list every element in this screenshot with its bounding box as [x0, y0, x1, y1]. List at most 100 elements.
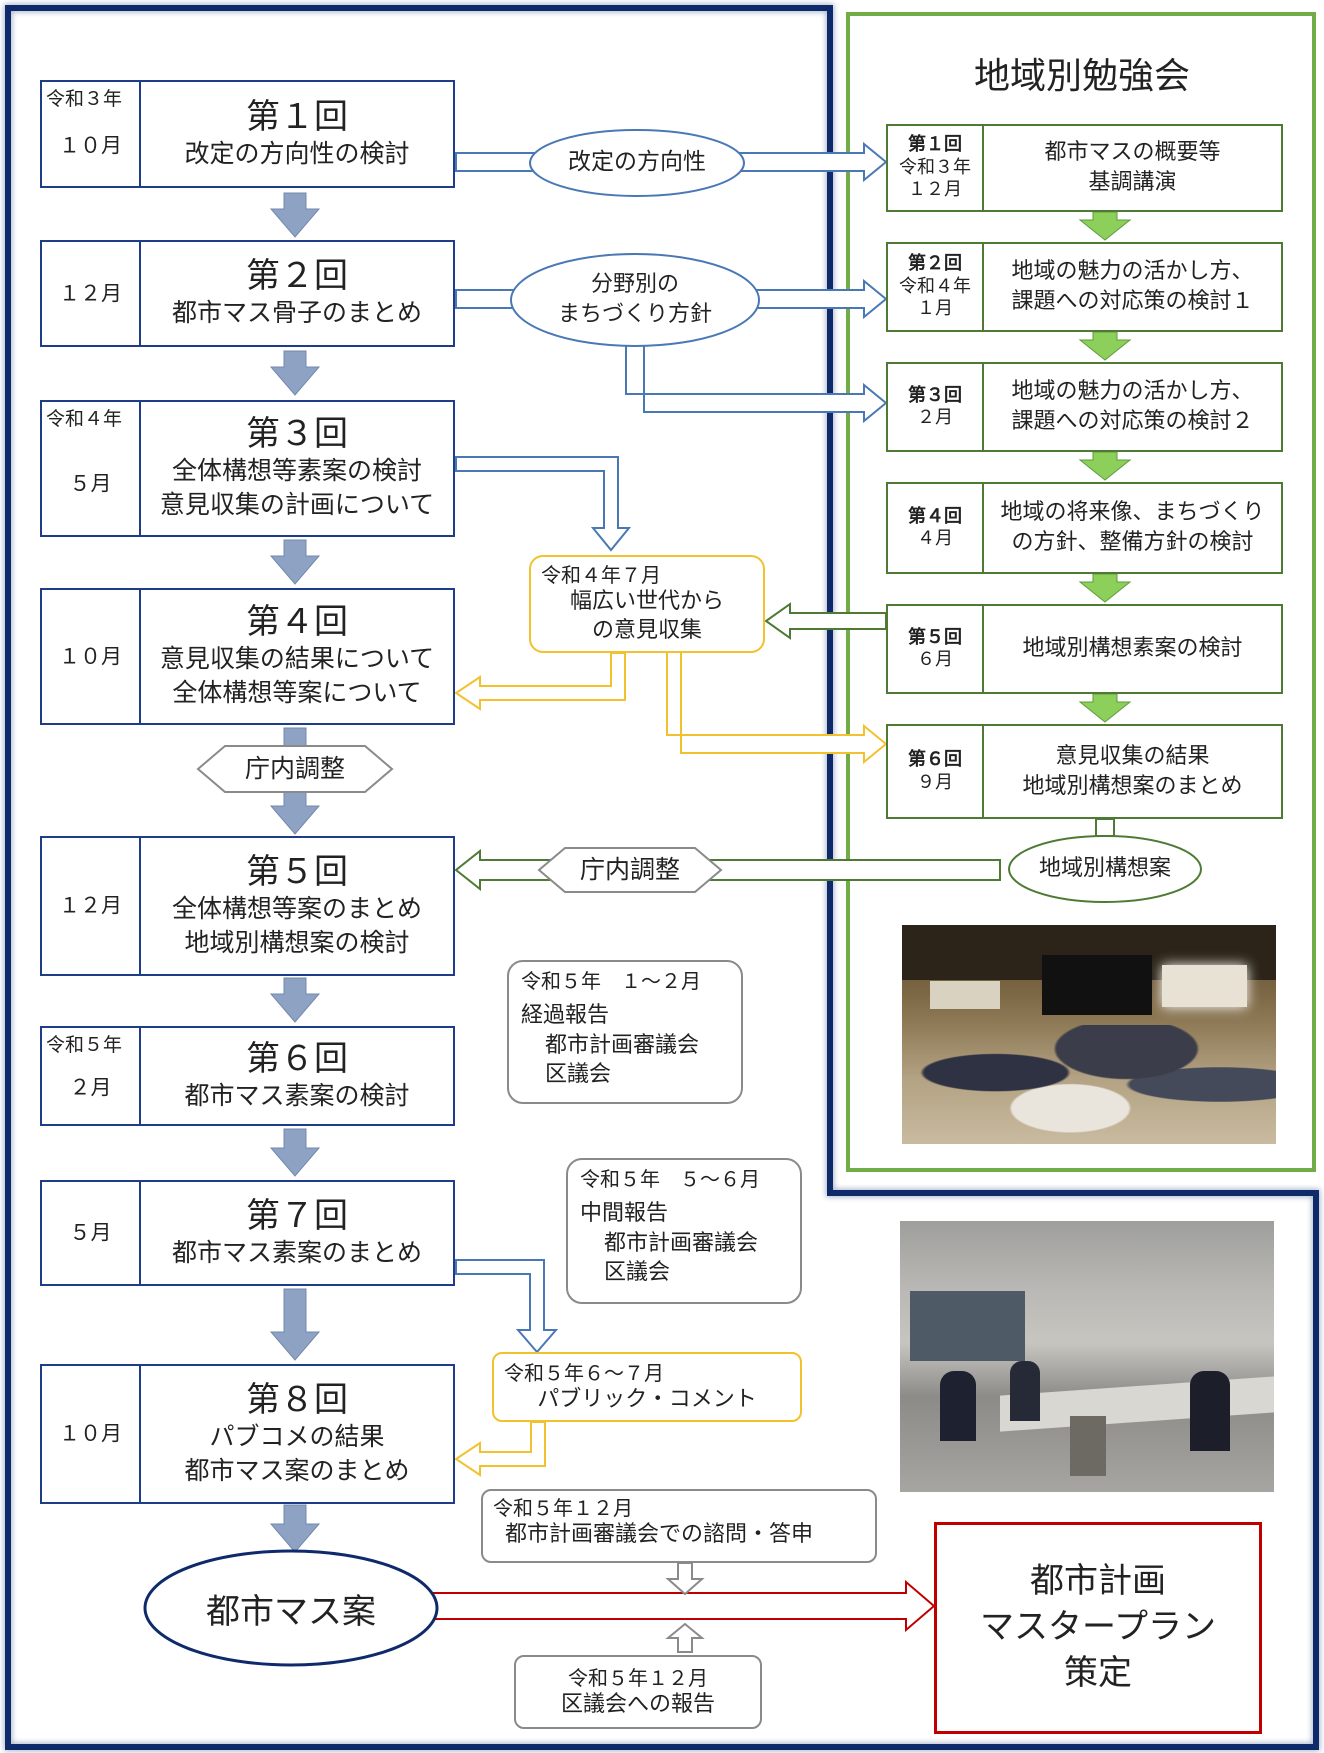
meeting-topic: 全体構想等案について: [172, 678, 422, 708]
meeting-topic: 都市マス素案のまとめ: [171, 1237, 422, 1267]
meeting-month: １２月: [59, 280, 122, 305]
meeting-year: 令和３年: [46, 88, 123, 110]
down-arrow-7: [269, 1288, 321, 1361]
study-down-arrows: [1078, 211, 1132, 723]
meeting-title: 第３回: [246, 414, 348, 455]
meeting-content: 第２回都市マス骨子のまとめ: [141, 242, 453, 345]
study-session-topic: 地域別構想素案の検討: [984, 606, 1281, 692]
meeting-box-5: １２月第５回全体構想等案のまとめ地域別構想案の検討: [40, 836, 455, 976]
meeting-title: 第８回: [246, 1379, 348, 1420]
meeting-month: １０月: [59, 133, 122, 158]
study-session-topic: 地域の将来像、まちづくりの方針、整備方針の検討: [984, 484, 1281, 572]
chonai-hexagon-2: [537, 847, 723, 893]
study-session-number: 第４回: [908, 505, 962, 527]
red-arrow: [431, 1579, 936, 1633]
study-session-line: 基調講演: [1088, 170, 1177, 195]
study-session-line: 課題への対応策の検討２: [1011, 409, 1254, 434]
direction-label: 改定の方向性: [568, 149, 706, 176]
down-arrow-4: [269, 791, 321, 835]
chonai-label-1: 庁内調整: [244, 754, 345, 784]
meeting-title: 第４回: [246, 602, 348, 643]
meeting-box-4: １０月第４回意見収集の結果について全体構想等案について: [40, 588, 455, 725]
meeting-month: １０月: [59, 1421, 122, 1446]
down-arrow-8: [269, 1504, 321, 1553]
study-session-line: 意見収集の結果: [1055, 743, 1210, 769]
meeting-box-7: ５月 第７回都市マス素案のまとめ: [40, 1180, 455, 1286]
public-comment-box: 令和５年６～７月 パブリック・コメント: [492, 1352, 802, 1422]
study-frame: [846, 12, 1316, 1172]
meeting-topic: 都市マス素案の検討: [184, 1080, 410, 1110]
meeting-box-2: １２月第２回都市マス骨子のまとめ: [40, 240, 455, 347]
meeting-topic: 都市マス骨子のまとめ: [171, 298, 422, 328]
study-session-line: の方針、整備方針の検討: [1011, 530, 1254, 555]
meeting-content: 第５回全体構想等案のまとめ地域別構想案の検討: [141, 838, 453, 974]
meeting-box-6: 令和５年 ２月 第６回都市マス素案の検討: [40, 1026, 455, 1126]
study-title: 地域別勉強会: [973, 56, 1190, 97]
down-arrow-1: [269, 192, 321, 238]
down-arrow-2: [269, 350, 321, 396]
study-session-line: 地域別構想素案の検討: [1022, 636, 1243, 662]
meeting-date: 令和３年 １０月: [42, 82, 141, 186]
meeting-topic: 全体構想等素案の検討: [171, 456, 422, 486]
down-arrow-3: [269, 539, 321, 585]
meeting-year: 令和５年: [46, 1034, 123, 1056]
chonai-label-2: 庁内調整: [579, 855, 680, 885]
meeting-month: ５月: [69, 1220, 112, 1245]
council-meeting-photo: [900, 1221, 1274, 1492]
meeting-title: 第７回: [246, 1195, 348, 1236]
meeting-topic: 意見収集の結果について: [159, 644, 435, 674]
meeting-topic: パブコメの結果: [209, 1421, 385, 1451]
progress-report-box: 令和５年 １～２月 経過報告 都市計画審議会 区議会: [507, 960, 743, 1104]
study-session-date: 令和３年: [899, 156, 971, 178]
down-arrow-6: [269, 1128, 321, 1177]
final-oval: [143, 1549, 439, 1667]
meeting-topic: 地域別構想案の検討: [184, 927, 410, 957]
study-session-date: ４月: [917, 528, 953, 549]
meeting-month: ５月: [69, 471, 112, 496]
meeting-date: １０月: [42, 1366, 141, 1502]
meeting-date: 令和５年 ２月: [42, 1028, 141, 1124]
study-session-line: 都市マスの概要等: [1044, 140, 1221, 166]
meeting-topic: 都市マス案のまとめ: [184, 1455, 410, 1485]
connector-4-chonai: [283, 727, 307, 747]
meeting-content: 第６回都市マス素案の検討: [141, 1028, 453, 1124]
regional-plan-oval: [1008, 835, 1202, 903]
study-session-date: １２月: [908, 179, 962, 201]
study-session-date: ６月: [917, 649, 953, 670]
study-session-line: 地域の将来像、まちづくり: [1000, 500, 1265, 526]
study-session-number: 第５回: [908, 626, 962, 648]
meeting-title: 第５回: [246, 851, 348, 892]
study-session-photo: [902, 925, 1276, 1144]
study-session-topic: 意見収集の結果地域別構想案のまとめ: [984, 726, 1281, 817]
meeting-year: 令和４年: [46, 408, 123, 430]
meeting-date: 令和４年 ５月: [42, 402, 141, 535]
meeting-date: ５月: [42, 1182, 141, 1284]
study-session-date: ９月: [917, 771, 953, 793]
study-session-line: 地域の魅力の活かし方、: [1011, 259, 1254, 285]
meeting-month: １２月: [59, 893, 122, 918]
meeting-month: ２月: [69, 1074, 112, 1099]
study-session-date: １月: [917, 298, 953, 320]
meeting-title: 第１回: [246, 96, 348, 137]
council-consult-box: 令和５年１２月 都市計画審議会での諮問・答申: [481, 1489, 877, 1563]
meeting-content: 第４回意見収集の結果について全体構想等案について: [141, 590, 453, 723]
study-session-line: 地域の魅力の活かし方、: [1011, 379, 1254, 405]
study-session-topic: 地域の魅力の活かし方、課題への対応策の検討１: [984, 244, 1281, 330]
direction-oval: [529, 129, 745, 197]
ward-report-box: 令和５年１２月 区議会への報告: [514, 1655, 762, 1729]
meeting-date: １０月: [42, 590, 141, 723]
main-down-arrows: [269, 192, 321, 1553]
